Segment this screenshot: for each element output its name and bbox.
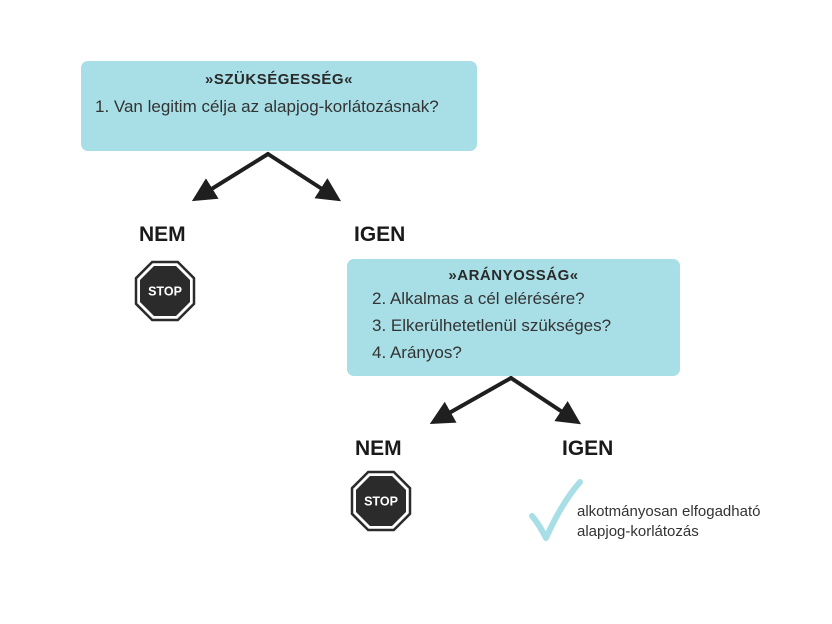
result-line-1: alkotmányosan elfogadható bbox=[577, 503, 761, 520]
necessity-question-1: 1. Van legitim célja az alapjog-korlátoz… bbox=[95, 97, 439, 116]
proportionality-title: »ARÁNYOSSÁG« bbox=[448, 267, 579, 284]
necessity-box: »SZÜKSÉGESSÉG« 1. Van legitim célja az a… bbox=[81, 61, 477, 151]
arrow-step1-yes bbox=[266, 152, 342, 202]
necessity-title: »SZÜKSÉGESSÉG« bbox=[205, 71, 353, 88]
arrow-step2-yes bbox=[509, 376, 582, 425]
stop-sign-icon: STOP bbox=[134, 260, 196, 322]
proportionality-question-4: 4. Arányos? bbox=[372, 343, 462, 362]
result-text: alkotmányosan elfogadható alapjog-korlát… bbox=[577, 502, 760, 542]
branch1-yes-label: IGEN bbox=[354, 223, 406, 246]
branch1-no-label: NEM bbox=[139, 223, 186, 246]
branch2-no-label: NEM bbox=[355, 437, 402, 460]
stop-sign-icon: STOP bbox=[350, 470, 412, 532]
check-mark-icon bbox=[529, 479, 583, 541]
stop-sign-label: STOP bbox=[364, 495, 398, 509]
arrow-step1-no bbox=[191, 152, 270, 202]
stop-sign-label: STOP bbox=[148, 285, 182, 299]
proportionality-box: »ARÁNYOSSÁG« 2. Alkalmas a cél elérésére… bbox=[347, 259, 680, 376]
branch2-yes-label: IGEN bbox=[562, 437, 614, 460]
arrow-step2-no bbox=[429, 376, 513, 424]
proportionality-question-3: 3. Elkerülhetetlenül szükséges? bbox=[372, 316, 612, 335]
result-line-2: alapjog-korlátozás bbox=[577, 523, 699, 540]
proportionality-question-2: 2. Alkalmas a cél elérésére? bbox=[372, 289, 585, 308]
